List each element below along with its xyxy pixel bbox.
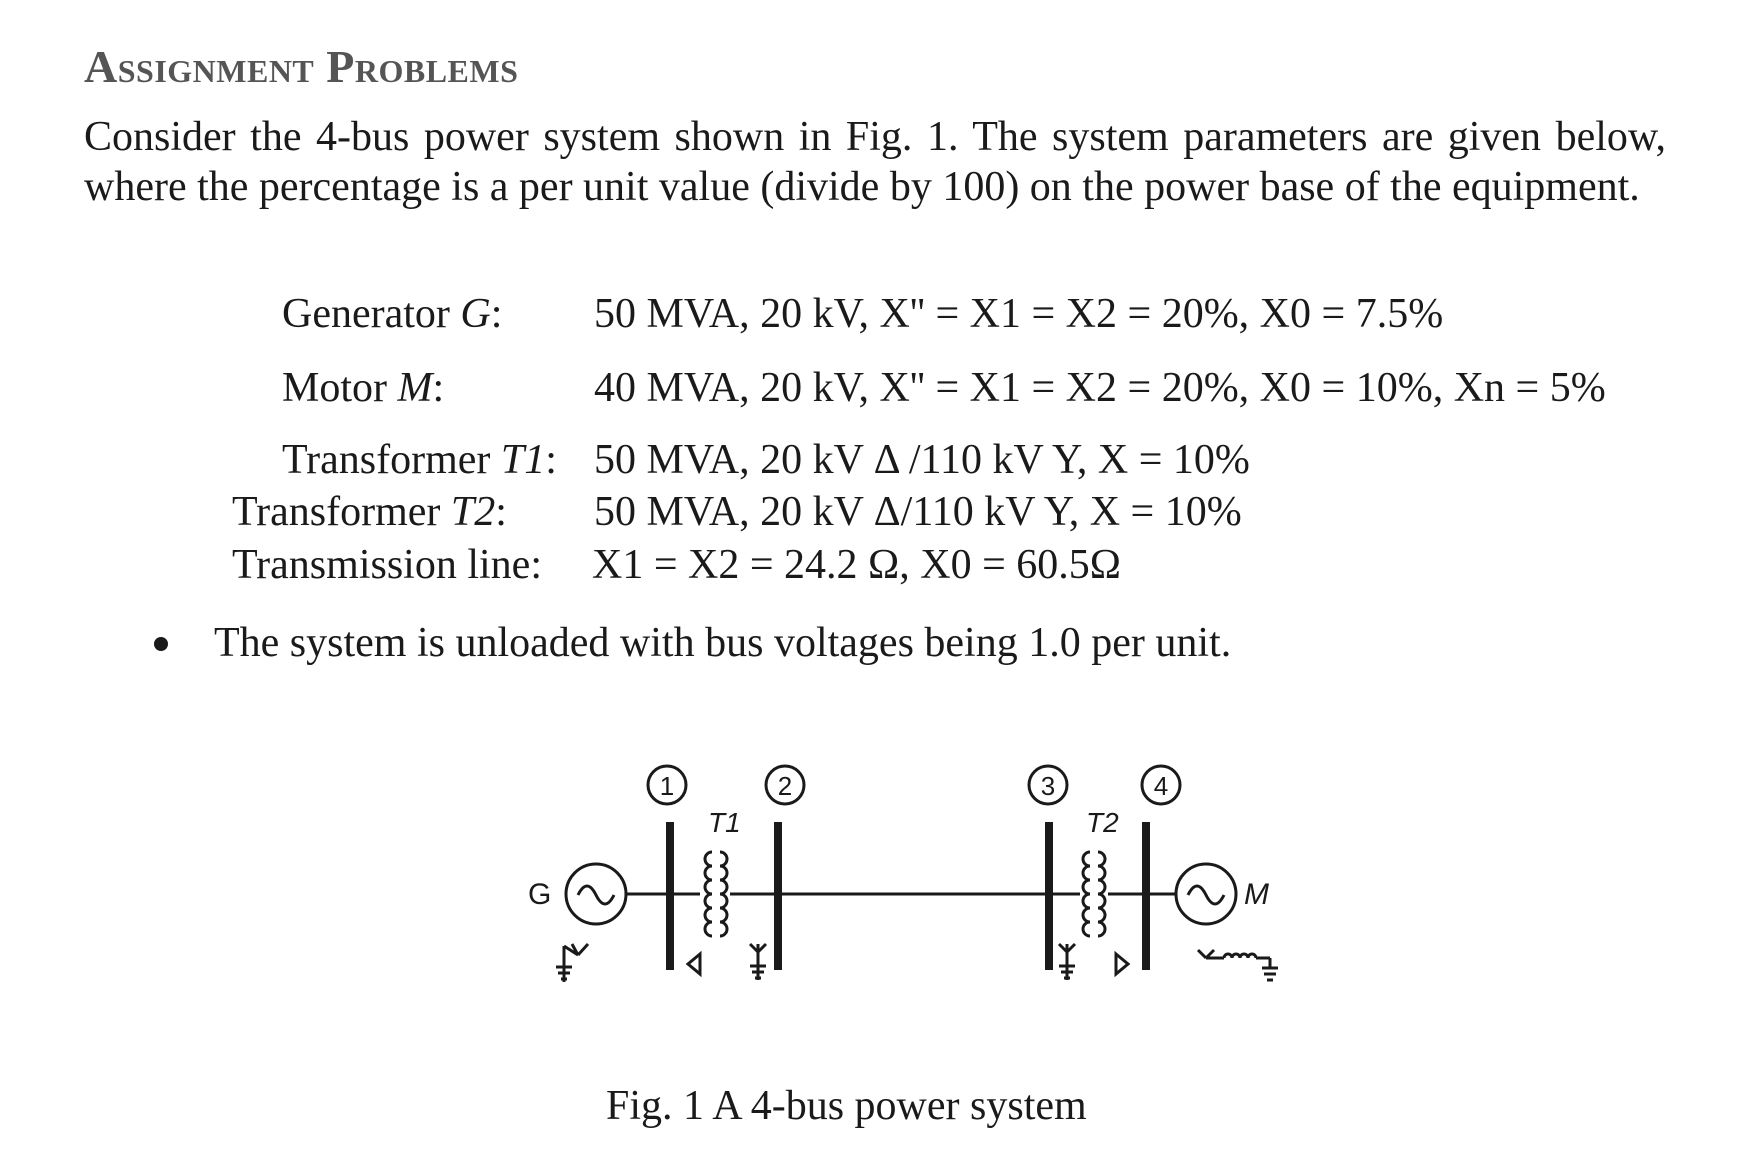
param-value-transformer-2: 50 MVA, 20 kV Δ/110 kV Y, X = 10%: [594, 489, 1242, 535]
bus-3-label: 3: [1041, 771, 1055, 801]
bus-2-circle: [764, 764, 806, 806]
t2-label: T2: [1086, 807, 1119, 838]
section-heading: Assignment Problems: [84, 41, 519, 92]
motor-label: M: [1244, 878, 1269, 911]
param-label-motor: Motor M:: [282, 365, 445, 411]
generator-label: G: [528, 878, 551, 911]
bus-4-circle: [1140, 764, 1182, 806]
generator-sine-icon: [576, 884, 616, 906]
t1-label: T1: [708, 807, 741, 838]
motor-ground-reactor-icon: [1196, 948, 1278, 982]
param-value-generator: 50 MVA, 20 kV, X'' = X1 = X2 = 20%, X0 =…: [594, 291, 1444, 337]
transformer-t1-icon: [670, 850, 778, 938]
problem-intro: Consider the 4-bus power system shown in…: [84, 114, 1666, 210]
figure-caption: Fig. 1 A 4-bus power system: [606, 1083, 1087, 1129]
param-label-generator: Generator G:: [282, 291, 503, 337]
generator-ground-icon: [556, 942, 590, 982]
motor-sine-icon: [1186, 884, 1226, 906]
bus-1-circle: [646, 764, 688, 806]
motor-symbol: [1174, 862, 1238, 926]
t1-wye-ground-icon: [748, 942, 768, 980]
bullet-dot: [154, 637, 168, 651]
param-label-transmission-line: Transmission line:: [232, 542, 542, 588]
param-label-transformer-1: Transformer T1:: [282, 437, 557, 483]
t1-delta-icon: [685, 950, 702, 978]
param-value-motor: 40 MVA, 20 kV, X'' = X1 = X2 = 20%, X0 =…: [594, 365, 1606, 411]
transformer-t2-icon: [1049, 850, 1146, 938]
bus-1-label: 1: [660, 771, 674, 801]
param-value-transformer-1: 50 MVA, 20 kV Δ /110 kV Y, X = 10%: [594, 437, 1250, 483]
param-label-transformer-2: Transformer T2:: [232, 489, 507, 535]
bullet-text: The system is unloaded with bus voltages…: [214, 620, 1232, 666]
bus-4-label: 4: [1154, 771, 1168, 801]
bus-3-circle: [1027, 764, 1069, 806]
t2-delta-icon: [1114, 950, 1131, 978]
bus-2-label: 2: [778, 771, 792, 801]
param-value-transmission-line: X1 = X2 = 24.2 Ω, X0 = 60.5Ω: [592, 542, 1121, 588]
t2-wye-ground-icon: [1057, 942, 1077, 980]
